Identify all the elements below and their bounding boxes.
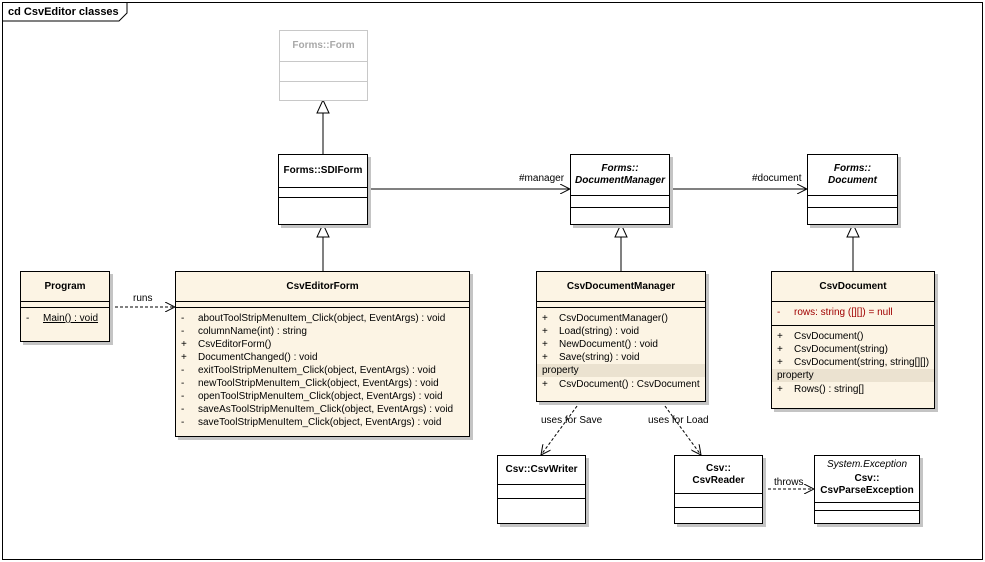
- label-uses-for-save: uses for Save: [541, 415, 603, 426]
- generalization-arrowhead: [316, 98, 330, 114]
- operation: -columnName(int) : string: [181, 326, 307, 337]
- operations-compartment: [815, 511, 919, 523]
- class-csvwriter[interactable]: Csv::CsvWriter: [497, 455, 586, 524]
- attributes-compartment: [21, 302, 109, 308]
- dependency-uses-for-save: [541, 401, 581, 455]
- label-manager: #manager: [519, 173, 565, 184]
- operation: -saveToolStripMenuItem_Click(object, Eve…: [181, 417, 442, 428]
- stereotype-label: System.Exception: [826, 459, 908, 470]
- class-program[interactable]: Program - Main() : void: [20, 271, 110, 342]
- operation: +CsvDocumentManager(): [542, 313, 668, 324]
- attributes-compartment: [815, 503, 919, 511]
- operation: +CsvDocument(string): [777, 344, 888, 355]
- attributes-compartment: [571, 196, 669, 208]
- diagram-title-tab: cd CsvEditor classes: [2, 2, 127, 21]
- operations-compartment: -aboutToolStripMenuItem_Click(object, Ev…: [176, 308, 469, 433]
- dependency-uses-for-load: [661, 401, 701, 455]
- class-name-line1: Forms::: [833, 163, 872, 174]
- property-operation: +CsvDocument() : CsvDocument: [542, 379, 700, 390]
- operation: -aboutToolStripMenuItem_Click(object, Ev…: [181, 313, 446, 324]
- label-throws: throws: [774, 477, 804, 488]
- class-forms-sdiform[interactable]: Forms::SDIForm: [278, 154, 368, 225]
- operation: +NewDocument() : void: [542, 339, 658, 350]
- class-name: Csv::CsvWriter: [505, 464, 578, 475]
- operation: +CsvDocument(string, string[][]): [777, 357, 930, 368]
- label-uses-for-load: uses for Load: [648, 415, 709, 426]
- property-operation: +Rows() : string[]: [777, 384, 865, 395]
- class-name-line2: Document: [828, 175, 877, 186]
- label-document: #document: [752, 173, 802, 184]
- class-name: CsvDocument: [819, 280, 887, 292]
- class-forms-document[interactable]: Forms:: Document: [807, 154, 898, 225]
- class-name-line1: Forms::: [601, 163, 639, 174]
- class-name: CsvDocumentManager: [566, 280, 676, 292]
- diagram-title: cd CsvEditor classes: [8, 6, 119, 18]
- class-name: CsvEditorForm: [286, 280, 359, 292]
- operations-compartment: - Main() : void: [21, 308, 109, 329]
- class-csvreader[interactable]: Csv:: CsvReader: [674, 455, 763, 524]
- operation: +CsvDocument(): [777, 331, 864, 342]
- attributes-compartment: [537, 302, 705, 308]
- label-runs: runs: [133, 293, 153, 304]
- class-name-line2: DocumentManager: [574, 175, 665, 186]
- class-csvparseexception[interactable]: System.Exception Csv:: CsvParseException: [814, 455, 920, 524]
- class-name: Forms::Form: [292, 40, 355, 51]
- operation: -exitToolStripMenuItem_Click(object, Eve…: [181, 365, 436, 376]
- attributes-compartment: [498, 485, 585, 499]
- class-name: Program: [44, 280, 86, 292]
- class-name-line1: Csv::: [854, 473, 880, 484]
- class-csvdocument[interactable]: CsvDocument -rows: string ([][]) = null …: [771, 271, 935, 409]
- operation: -openToolStripMenuItem_Click(object, Eve…: [181, 391, 443, 402]
- operations-compartment: [279, 198, 367, 224]
- generalization-arrowhead: [316, 222, 330, 238]
- attribute: -rows: string ([][]) = null: [777, 307, 893, 318]
- property-group-label: property: [772, 369, 934, 382]
- property-group-label: property: [537, 364, 705, 377]
- operations-compartment: [280, 82, 367, 100]
- generalization-arrowhead: [614, 222, 628, 238]
- class-name: Forms::SDIForm: [283, 165, 363, 176]
- class-csveditorform[interactable]: CsvEditorForm -aboutToolStripMenuItem_Cl…: [175, 271, 470, 437]
- operation: +Load(string) : void: [542, 326, 640, 337]
- attributes-compartment: -rows: string ([][]) = null: [772, 302, 934, 326]
- attributes-compartment: [808, 196, 897, 208]
- attributes-compartment: [279, 188, 367, 198]
- generalization-arrowhead: [846, 222, 860, 238]
- attributes-compartment: [280, 62, 367, 82]
- class-name-line1: Csv::: [705, 462, 731, 474]
- operation: - Main() : void: [26, 313, 99, 324]
- attributes-compartment: [675, 494, 762, 508]
- attributes-compartment: [176, 302, 469, 308]
- operations-compartment: +CsvDocumentManager() +Load(string) : vo…: [537, 308, 705, 391]
- operations-compartment: [571, 208, 669, 224]
- class-name-line2: CsvReader: [692, 474, 745, 486]
- operation: +Save(string) : void: [542, 352, 640, 363]
- operation: +DocumentChanged() : void: [181, 352, 318, 363]
- class-csvdocumentmanager[interactable]: CsvDocumentManager +CsvDocumentManager()…: [536, 271, 706, 402]
- title-tab-outline: [2, 2, 128, 22]
- class-forms-documentmanager[interactable]: Forms:: DocumentManager: [570, 154, 670, 225]
- operations-compartment: [675, 508, 762, 523]
- operations-compartment: +CsvDocument() +CsvDocument(string) +Csv…: [772, 326, 934, 396]
- operations-compartment: [808, 208, 897, 224]
- operation: -saveAsToolStripMenuItem_Click(object, E…: [181, 404, 454, 415]
- class-name-line2: CsvParseException: [820, 485, 914, 496]
- class-forms-form[interactable]: Forms::Form: [279, 30, 368, 101]
- operations-compartment: [498, 499, 585, 523]
- operation: -newToolStripMenuItem_Click(object, Even…: [181, 378, 439, 389]
- operation: +CsvEditorForm(): [181, 339, 272, 350]
